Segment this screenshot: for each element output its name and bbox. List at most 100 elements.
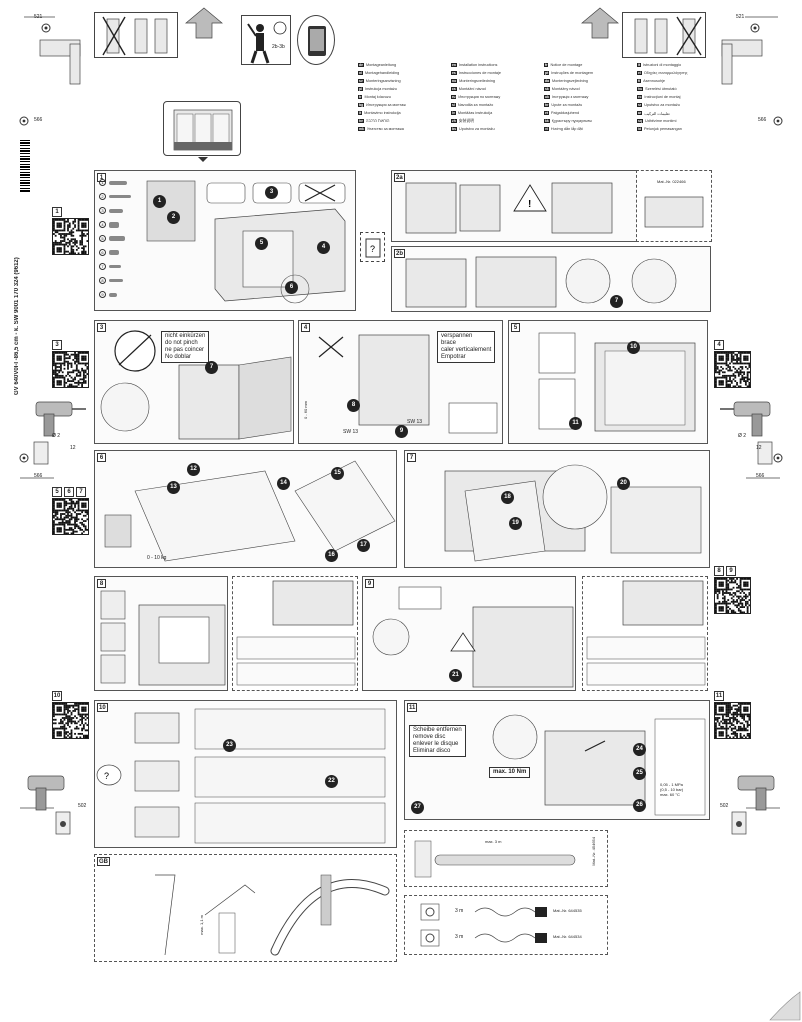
badge-18: 18 (501, 491, 514, 504)
language-title: Navodila za montažo (457, 103, 494, 107)
language-title: Montavimo instrukcija (364, 111, 401, 115)
language-title: Montaj kılavuzu (364, 95, 391, 99)
left-dimension-566-a: 566 (34, 117, 43, 123)
sw13-a: SW 13 (343, 429, 359, 435)
step-7-illustration (444, 464, 702, 562)
badge-2: 2 (167, 211, 180, 224)
qr-tag-7: 7 (76, 487, 86, 497)
step-2b-panel: 2b 7 (391, 246, 711, 312)
step-number: 5 (511, 323, 520, 332)
language-code: sr (637, 103, 643, 107)
language-code: sl (451, 103, 456, 107)
badge-1: 1 (153, 195, 166, 208)
language-title: 安装说明 (458, 118, 474, 123)
hose-mat-nr: Mat.-Nr. 454654 (591, 837, 596, 866)
language-title: Installation instructions (458, 63, 498, 67)
qr-tag-4: 4 (714, 340, 724, 350)
step-3-note: nicht einkürzen do not pinch ne pas coin… (161, 331, 210, 363)
step-10-panel: 10 ? 22 23 (94, 700, 397, 848)
badge-14: 14 (277, 477, 290, 490)
mat-nr-644535: Mat.-Nr. 644535 (553, 908, 582, 913)
badge-19: 19 (509, 517, 522, 530)
badge-20: 20 (617, 477, 630, 490)
badge-12: 12 (187, 463, 200, 476)
gb-max-height: max. 1,1 m (199, 915, 204, 935)
language-code: uk (544, 95, 550, 99)
language-code: cs (451, 87, 457, 91)
drill-icon-left-bottom (27, 775, 71, 835)
qr-code-3 (52, 351, 89, 388)
badge-17: 17 (357, 539, 370, 552)
language-title: Uputstvo za montažu (644, 103, 680, 107)
qr-tag-5: 5 (52, 487, 62, 497)
language-title: Udhëzime montimi (644, 119, 677, 123)
language-code: hr (544, 103, 550, 107)
drill-icon-left (33, 401, 86, 465)
height-range: 0 - 60 mm (303, 401, 308, 420)
language-code: es (451, 71, 457, 75)
top-dimension-lines (24, 16, 778, 85)
weight-range: 0 - 10 kg (147, 555, 167, 561)
language-code: sq (637, 119, 643, 123)
qr-tag-8: 8 (714, 566, 724, 576)
language-code: bs (451, 127, 457, 131)
language-title: Інструкція з монтажу (551, 95, 589, 99)
step-8-detail (232, 576, 358, 691)
language-title: Instrucţiuni de montaj (644, 95, 681, 99)
appliance-front-preview (163, 101, 241, 162)
step-number: 2b (394, 249, 406, 258)
language-title: Notice de montage (550, 63, 583, 67)
badge-7-step3: 7 (205, 361, 218, 374)
smartphone-pictogram (297, 15, 335, 65)
language-code: he (358, 119, 364, 123)
language-code: sv (358, 79, 364, 83)
step-9-illustration (372, 586, 574, 688)
language-title: Petunjuk pemasangan (644, 127, 682, 131)
left-dimension-566-b: 566 (34, 473, 43, 479)
svg-text:?: ? (104, 771, 109, 781)
qr-tag-9: 9 (726, 566, 736, 576)
badge-21: 21 (449, 669, 462, 682)
step-3-illustration (100, 330, 292, 440)
qr-tag-11: 11 (714, 691, 724, 701)
language-title: Instruções de montagem (551, 71, 593, 75)
drill-depth-right: 12 (756, 445, 762, 451)
up-arrow-icon (185, 7, 223, 39)
badge-5: 5 (255, 237, 268, 250)
step-8-panel: 8 (94, 576, 228, 691)
step-2a-detail: Mat.-Nr. 022466 (636, 170, 712, 242)
up-arrow-icon-right (581, 7, 619, 39)
right-dimension-566-a: 566 (758, 117, 767, 123)
badge-7: 7 (610, 295, 623, 308)
step-number: GB (97, 857, 110, 866)
language-code: fr (544, 63, 549, 67)
language-code: tr (358, 95, 363, 99)
language-title: Upute za montažu (551, 103, 583, 107)
language-title: Montagehandleiding (365, 71, 400, 75)
hose-detail: max. 3 m Mat.-Nr. 454654 (404, 830, 608, 887)
qr-code-10 (52, 702, 89, 739)
step-11-panel: 11 Scheibe entfernen remove disc enlever… (404, 700, 710, 820)
language-code: lt (358, 111, 363, 115)
badge-13: 13 (167, 481, 180, 494)
step-1-panel: 1 1 2 3 4 5 6 7 8 9 1 2 3 4 5 6 (94, 170, 356, 311)
left-dimension-502: 502 (78, 803, 87, 809)
language-code: en (451, 63, 457, 67)
badge-9: 9 (395, 425, 408, 438)
badge-3: 3 (265, 186, 278, 199)
language-code: ru (451, 95, 457, 99)
badge-8: 8 (347, 399, 360, 412)
